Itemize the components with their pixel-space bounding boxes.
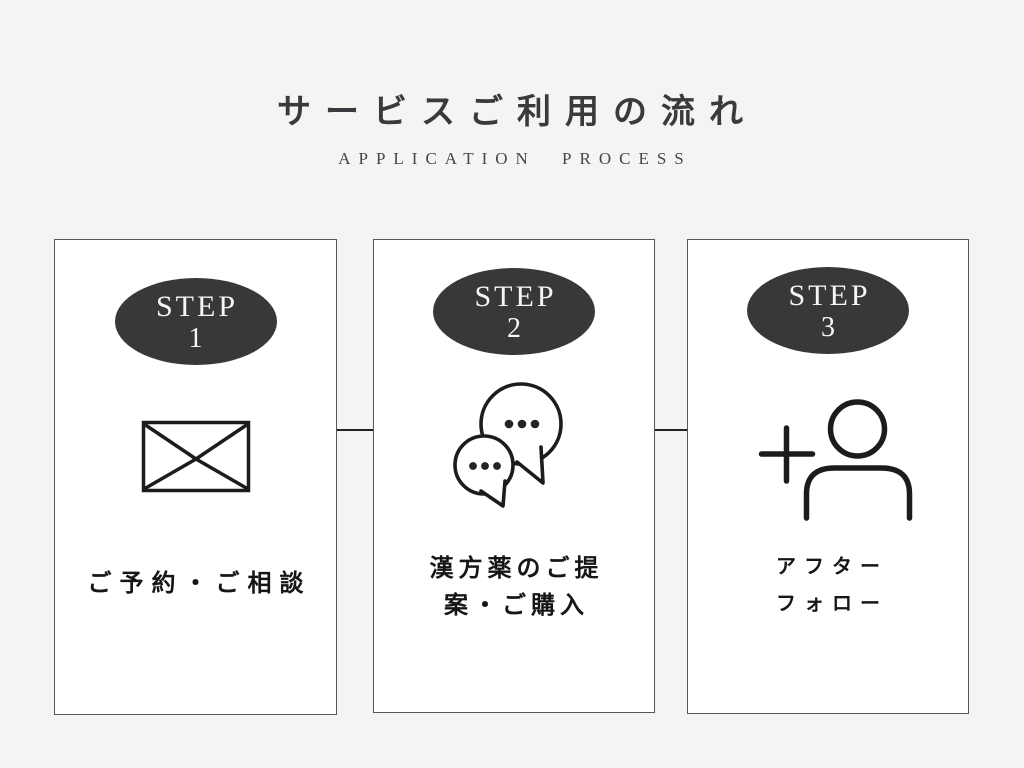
label-line: フォロー [776,593,888,615]
step-card-3: STEP 3 アフター フォロー [687,239,979,724]
page-title: サービスご利用の流れ [277,94,757,131]
step-card-2: STEP 2 漢 [373,239,665,723]
badge-number: 3 [821,311,835,343]
connector-line-1 [335,429,374,431]
label-line: 案・ご購入 [444,593,589,619]
badge-word: STEP [474,279,557,313]
chat-bubbles-icon [439,377,589,527]
label-line: 漢方薬のご提 [429,556,604,582]
add-user-icon [755,390,920,525]
badge-word: STEP [155,289,239,323]
step-2-badge: STEP 2 [433,268,595,355]
label-line: ご予約・ご相談 [87,571,312,597]
page-subtitle: APPLICATION PROCESS [338,149,692,168]
badge-word: STEP [788,278,871,312]
label-line: アフター [776,556,888,578]
step-3-badge: STEP 3 [747,267,909,354]
badge-number: 2 [507,312,521,344]
step-1-label: ご予約・ご相談 [55,565,336,603]
step-card-1: STEP 1 ご予約・ご相談 [54,239,347,725]
step-2-label: 漢方薬のご提 案・ご購入 [374,551,654,625]
connector-line-2 [652,429,688,431]
badge-number: 1 [188,322,203,354]
envelope-icon [141,420,251,493]
step-3-label: アフター フォロー [688,549,968,623]
step-1-badge: STEP 1 [114,278,277,365]
